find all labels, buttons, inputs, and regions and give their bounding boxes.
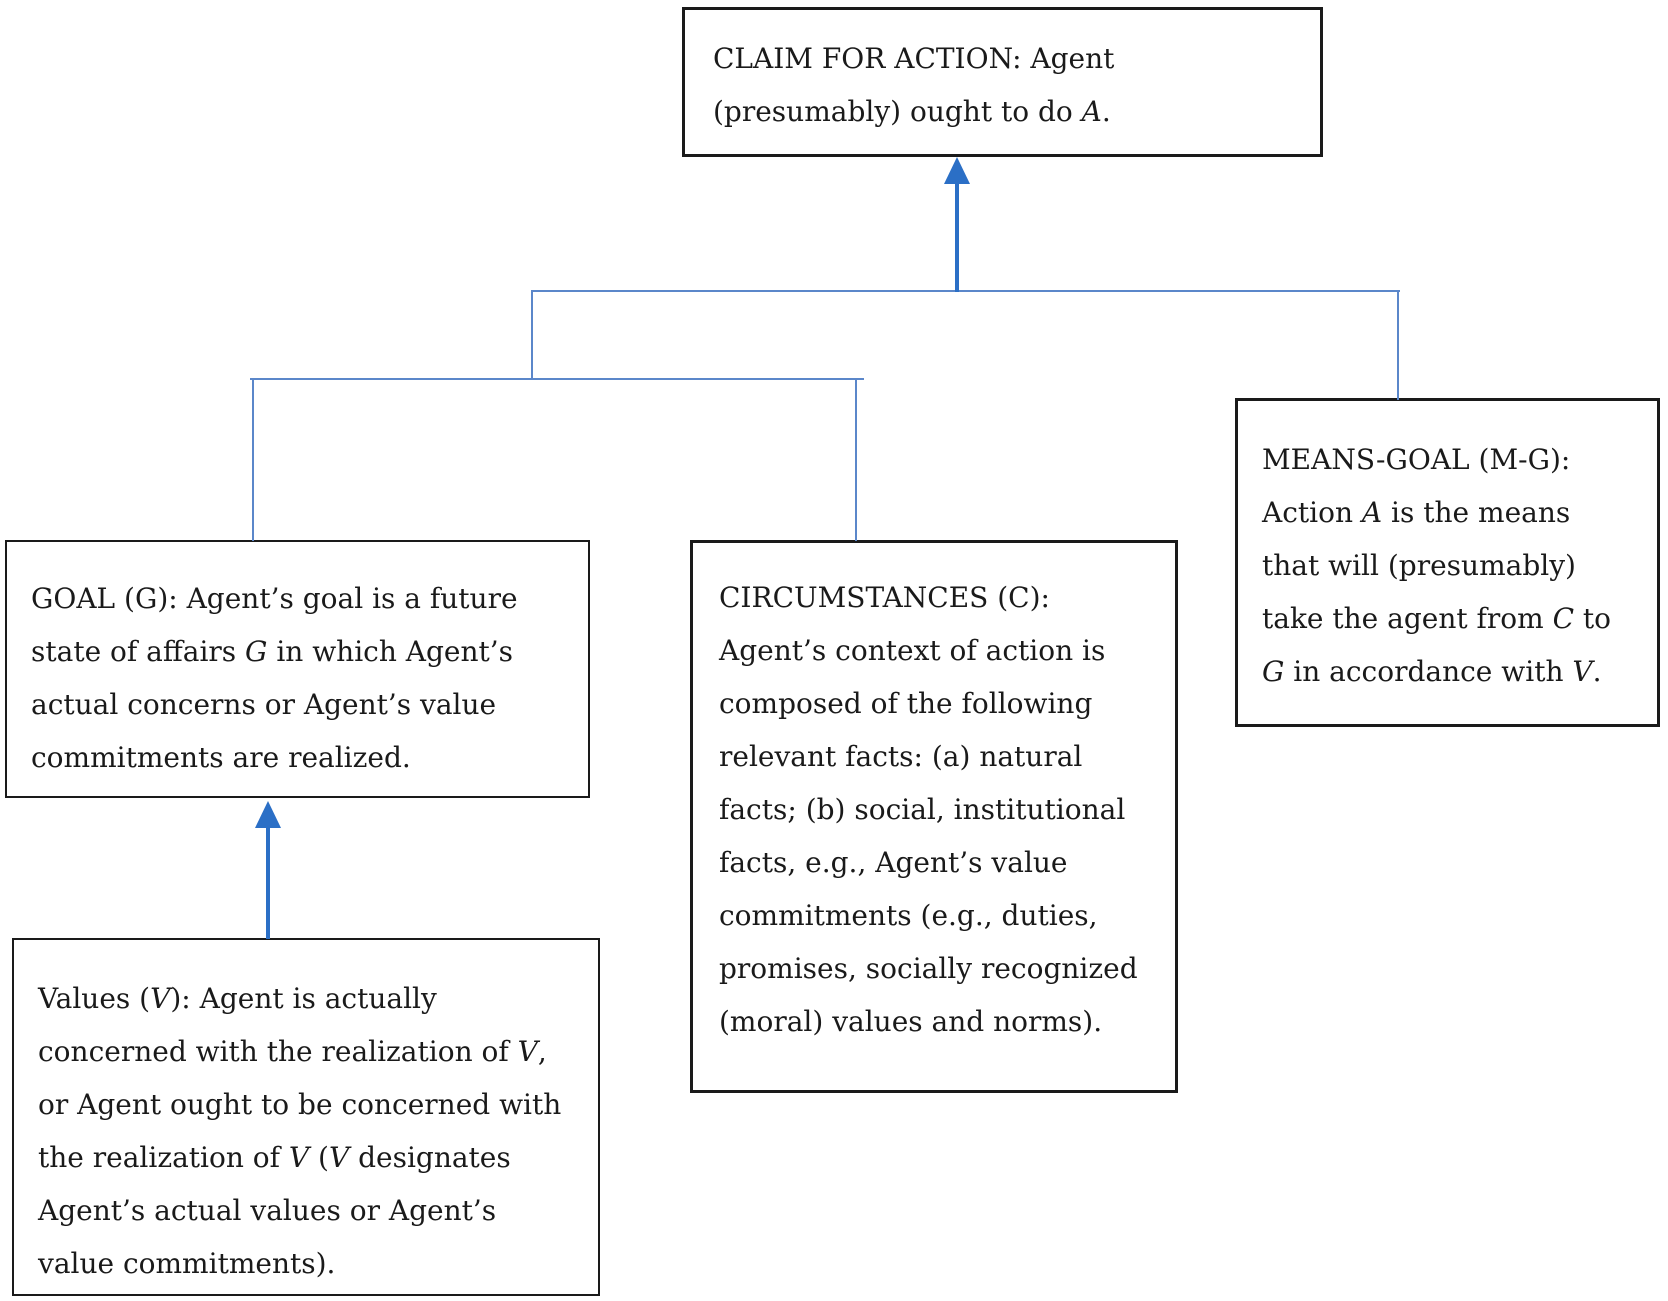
- text-line: concerned with the realization of V,: [38, 1035, 547, 1068]
- arrowhead-up-icon: [255, 801, 281, 828]
- means-goal-box: MEANS-GOAL (M-G): Action A is the means th…: [1235, 398, 1660, 727]
- text-line: facts, e.g., Agent’s value: [719, 846, 1068, 879]
- text-line: that will (presumably): [1262, 549, 1576, 582]
- text-line: or Agent ought to be concerned with: [38, 1088, 562, 1121]
- text-line: actual concerns or Agent’s value: [31, 688, 497, 721]
- top-bracket-to-sub-bracket-line: [531, 290, 533, 380]
- text-line: Agent’s context of action is: [719, 634, 1106, 667]
- goal-box: GOAL (G): Agent’s goal is a future state …: [5, 540, 590, 798]
- text-line: Values (V): Agent is actually: [38, 982, 437, 1015]
- bracket-to-goal-line: [252, 378, 254, 541]
- bracket-to-means-goal-line: [1397, 290, 1399, 400]
- arrow-shaft: [266, 826, 270, 939]
- text-line: the realization of V (V designates: [38, 1141, 511, 1174]
- text-line: composed of the following: [719, 687, 1093, 720]
- text-line: take the agent from C to: [1262, 602, 1612, 635]
- text-line: G in accordance with V.: [1262, 655, 1602, 688]
- text-line: (presumably) ought to do A.: [713, 95, 1111, 128]
- text-line: CIRCUMSTANCES (C):: [719, 581, 1050, 614]
- text-line: Action A is the means: [1262, 496, 1571, 529]
- circumstances-box: CIRCUMSTANCES (C): Agent’s context of act…: [690, 540, 1178, 1093]
- arrowhead-up-icon: [944, 157, 970, 184]
- claim-for-action-box: CLAIM FOR ACTION: Agent (presumably) ough…: [682, 7, 1323, 157]
- text-line: CLAIM FOR ACTION: Agent: [713, 42, 1115, 75]
- bracket-to-circumstances-line: [855, 378, 857, 541]
- text-line: Agent’s actual values or Agent’s: [38, 1194, 497, 1227]
- text-line: relevant facts: (a) natural: [719, 740, 1083, 773]
- text-line: value commitments).: [38, 1247, 336, 1280]
- text-line: commitments (e.g., duties,: [719, 899, 1098, 932]
- text-line: MEANS-GOAL (M-G):: [1262, 443, 1571, 476]
- sub-bracket-horizontal-line: [250, 378, 864, 380]
- text-line: facts; (b) social, institutional: [719, 793, 1126, 826]
- text-line: promises, socially recognized: [719, 952, 1138, 985]
- text-line: state of affairs G in which Agent’s: [31, 635, 514, 668]
- text-line: GOAL (G): Agent’s goal is a future: [31, 582, 518, 615]
- text-line: commitments are realized.: [31, 741, 411, 774]
- values-box: Values (V): Agent is actually concerned w…: [12, 938, 600, 1296]
- arrow-shaft: [955, 182, 959, 292]
- top-bracket-horizontal-line: [532, 290, 1400, 292]
- text-line: (moral) values and norms).: [719, 1005, 1103, 1038]
